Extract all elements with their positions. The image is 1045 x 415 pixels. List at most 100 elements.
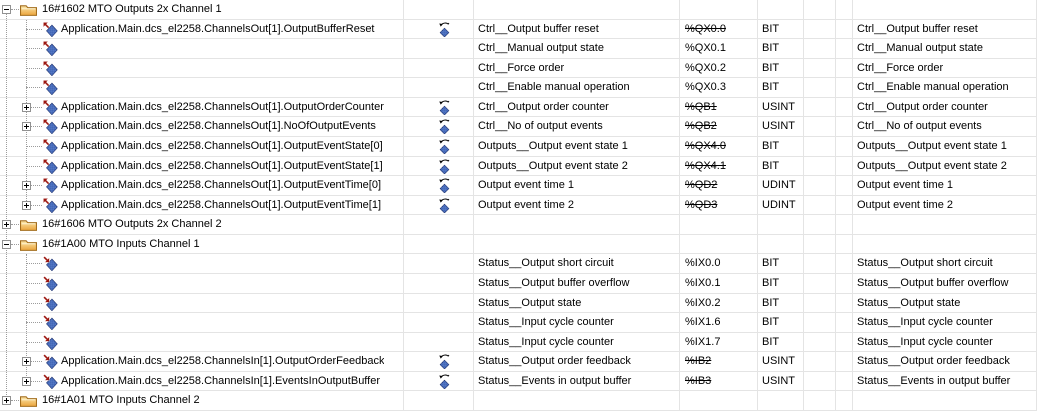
table-row[interactable]: Application.Main.dcs_el2258.ChannelsOut[… bbox=[0, 98, 1037, 118]
tree-expander[interactable] bbox=[2, 5, 11, 14]
channel-name: Status__Output buffer overflow bbox=[478, 277, 630, 289]
data-type: BIT bbox=[762, 257, 780, 270]
channel-name: Outputs__Output event state 2 bbox=[478, 159, 628, 172]
input-variable-icon bbox=[43, 276, 60, 292]
table-row[interactable]: Application.Main.dcs_el2258.ChannelsIn[1… bbox=[0, 352, 1037, 372]
variable-name[interactable]: Application.Main.dcs_el2258.ChannelsIn[1… bbox=[61, 374, 380, 387]
table-row[interactable]: 16#1606 MTO Outputs 2x Channel 2 bbox=[0, 215, 1037, 235]
output-variable-icon bbox=[43, 41, 60, 57]
tree-expander[interactable] bbox=[2, 220, 11, 230]
description: Status__Output short circuit bbox=[857, 257, 993, 270]
table-row[interactable]: Application.Main.dcs_el2258.ChannelsOut[… bbox=[0, 196, 1037, 216]
mapping-icon bbox=[437, 139, 453, 155]
table-row[interactable]: Ctrl__Force order %QX0.2 BIT Ctrl__Force… bbox=[0, 59, 1037, 79]
table-row[interactable]: Status__Input cycle counter %IX1.6 BIT S… bbox=[0, 313, 1037, 333]
channel-name: Ctrl__Manual output state bbox=[478, 42, 604, 55]
tree-connector bbox=[31, 126, 42, 128]
table-row[interactable]: Status__Input cycle counter %IX1.7 BIT S… bbox=[0, 333, 1037, 353]
table-row[interactable]: Application.Main.dcs_el2258.ChannelsOut[… bbox=[0, 117, 1037, 137]
data-type: USINT bbox=[762, 374, 795, 387]
tree-expander[interactable] bbox=[22, 122, 31, 132]
variable-name[interactable]: Application.Main.dcs_el2258.ChannelsOut[… bbox=[61, 159, 383, 172]
address-value: %QD2 bbox=[685, 179, 718, 192]
group-label: 16#1606 MTO Outputs 2x Channel 2 bbox=[42, 218, 222, 231]
variable-name[interactable]: Application.Main.dcs_el2258.ChannelsOut[… bbox=[61, 140, 383, 152]
tree-expander[interactable] bbox=[22, 357, 31, 367]
variable-name[interactable]: Application.Main.dcs_el2258.ChannelsOut[… bbox=[61, 22, 375, 35]
table-row[interactable]: Ctrl__Manual output state %QX0.1 BIT Ctr… bbox=[0, 39, 1037, 59]
description: Status__Events in output buffer bbox=[857, 374, 1011, 387]
tree-connector bbox=[26, 322, 42, 324]
variable-name[interactable]: Application.Main.dcs_el2258.ChannelsIn[1… bbox=[61, 355, 385, 368]
output-variable-icon bbox=[43, 158, 60, 175]
tree-expander[interactable] bbox=[2, 396, 11, 406]
mapping-icon bbox=[437, 198, 453, 214]
group-label: 16#1602 MTO Outputs 2x Channel 1 bbox=[42, 3, 222, 15]
tree-expander[interactable] bbox=[22, 102, 31, 112]
folder-icon bbox=[20, 394, 37, 410]
tree-connector bbox=[31, 204, 42, 207]
table-row[interactable]: 16#1A00 MTO Inputs Channel 1 bbox=[0, 235, 1037, 255]
output-variable-icon bbox=[43, 21, 60, 38]
tree-expander[interactable] bbox=[22, 200, 31, 210]
description: Output event time 2 bbox=[857, 198, 953, 211]
mapping-icon bbox=[437, 100, 453, 116]
tree-connector bbox=[11, 9, 19, 11]
variable-name[interactable]: Application.Main.dcs_el2258.ChannelsOut[… bbox=[61, 179, 381, 192]
address-value: %QX0.3 bbox=[685, 81, 726, 94]
tree-connector bbox=[26, 87, 42, 89]
table-row[interactable]: Application.Main.dcs_el2258.ChannelsIn[1… bbox=[0, 372, 1037, 392]
tree-connector bbox=[11, 243, 19, 246]
description: Ctrl__Output order counter bbox=[857, 100, 988, 113]
description: Ctrl__Force order bbox=[857, 61, 944, 74]
data-type: BIT bbox=[762, 159, 780, 172]
channel-name: Ctrl__Enable manual operation bbox=[478, 81, 630, 94]
output-variable-icon bbox=[43, 80, 60, 96]
tree-connector bbox=[26, 341, 42, 344]
table-row[interactable]: Application.Main.dcs_el2258.ChannelsOut[… bbox=[0, 157, 1037, 177]
tree-connector bbox=[26, 165, 42, 168]
mapping-icon bbox=[437, 354, 453, 370]
input-variable-icon bbox=[43, 373, 60, 390]
address-value: %QX4.0 bbox=[685, 140, 726, 152]
variable-name[interactable]: Application.Main.dcs_el2258.ChannelsOut[… bbox=[61, 100, 384, 113]
table-row[interactable]: Application.Main.dcs_el2258.ChannelsOut[… bbox=[0, 176, 1037, 196]
description: Status__Input cycle counter bbox=[857, 335, 993, 348]
folder-icon bbox=[20, 218, 37, 234]
table-row[interactable]: 16#1A01 MTO Inputs Channel 2 bbox=[0, 391, 1037, 411]
table-row[interactable]: Ctrl__Enable manual operation %QX0.3 BIT… bbox=[0, 78, 1037, 98]
variable-name[interactable]: Application.Main.dcs_el2258.ChannelsOut[… bbox=[61, 120, 376, 133]
tree-branch-line bbox=[26, 19, 28, 206]
tree-connector bbox=[26, 146, 42, 148]
description: Outputs__Output event state 1 bbox=[857, 140, 1007, 152]
tree-connector bbox=[26, 283, 42, 285]
tree-connector bbox=[11, 224, 19, 226]
tree-expander[interactable] bbox=[22, 181, 31, 191]
address-value: %IX0.0 bbox=[685, 257, 721, 270]
description: Output event time 1 bbox=[857, 179, 953, 192]
input-variable-icon bbox=[43, 354, 60, 370]
tree-connector bbox=[31, 106, 42, 109]
mapping-icon bbox=[437, 178, 453, 194]
tree-expander[interactable] bbox=[22, 376, 31, 386]
table-row[interactable]: Status__Output buffer overflow %IX0.1 BI… bbox=[0, 274, 1037, 294]
channel-name: Output event time 1 bbox=[478, 179, 574, 192]
tree-connector bbox=[31, 185, 42, 187]
description: Ctrl__Enable manual operation bbox=[857, 81, 1009, 94]
table-row[interactable]: Application.Main.dcs_el2258.ChannelsOut[… bbox=[0, 137, 1037, 157]
table-row[interactable]: Application.Main.dcs_el2258.ChannelsOut[… bbox=[0, 20, 1037, 40]
description: Ctrl__No of output events bbox=[857, 120, 982, 133]
channel-name: Ctrl__Force order bbox=[478, 61, 565, 74]
data-type: BIT bbox=[762, 296, 780, 309]
address-value: %IB2 bbox=[685, 355, 712, 368]
address-value: %IX1.7 bbox=[685, 335, 721, 348]
address-value: %IX0.1 bbox=[685, 277, 721, 289]
table-row[interactable]: Status__Output short circuit %IX0.0 BIT … bbox=[0, 254, 1037, 274]
mapping-icon bbox=[437, 22, 453, 38]
tree-expander[interactable] bbox=[2, 239, 11, 249]
address-value: %IX0.2 bbox=[685, 296, 721, 309]
folder-icon bbox=[20, 3, 37, 19]
variable-name[interactable]: Application.Main.dcs_el2258.ChannelsOut[… bbox=[61, 198, 381, 211]
table-row[interactable]: 16#1602 MTO Outputs 2x Channel 1 bbox=[0, 0, 1037, 20]
table-row[interactable]: Status__Output state %IX0.2 BIT Status__… bbox=[0, 294, 1037, 314]
